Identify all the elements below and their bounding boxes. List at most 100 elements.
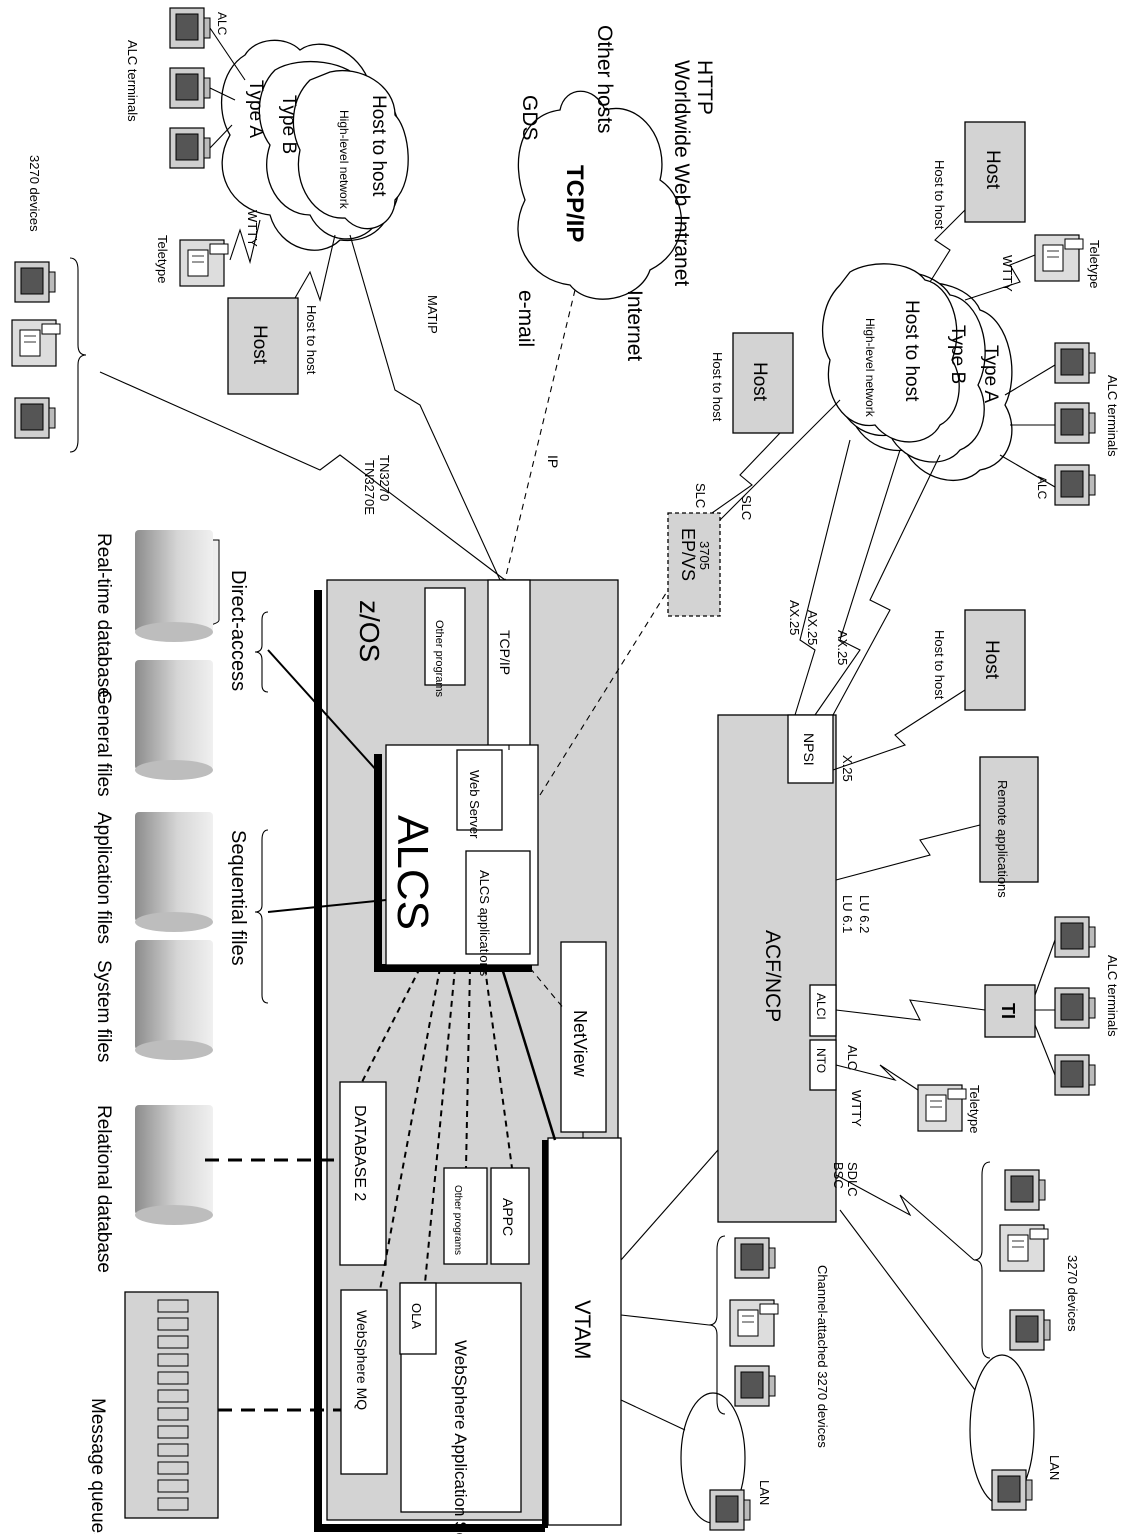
lan-bottom-label: LAN <box>757 1480 772 1505</box>
left-alc-terminals-label: ALC terminals <box>125 40 140 122</box>
tcpip-box <box>487 579 531 751</box>
lu61-label: LU 6.1 <box>840 895 855 933</box>
slc-label-1: SLC <box>739 495 754 520</box>
acf-vtam-link <box>620 1149 719 1261</box>
left-host-to-host-label: Host to host <box>304 305 319 375</box>
other-programs-top-box <box>424 587 466 686</box>
ax25-label-1: AX.25 <box>787 600 802 635</box>
host-mid-epvs-link <box>711 432 781 514</box>
websphere-mq-box <box>340 1289 388 1475</box>
system-files-label: System files <box>93 960 114 1062</box>
alcs-applications-label: ALCS applications <box>477 870 492 977</box>
relational-db-label: Relational database <box>93 1105 114 1273</box>
other-programs-bottom-box <box>443 1167 488 1265</box>
right-lower-teletype <box>917 1084 967 1132</box>
epvs-name: EP/VS <box>678 528 698 581</box>
zos-title: z/OS <box>354 600 385 662</box>
right-teletype-label: Teletype <box>1087 240 1102 288</box>
alcs-appc-link <box>484 967 513 1169</box>
left-alc-label: ALC <box>215 12 229 36</box>
right-lower-teletype-label: Teletype <box>967 1085 982 1133</box>
sequential-files-label: Sequential files <box>227 830 249 966</box>
realtime-db-label: Real-time database <box>93 533 114 698</box>
alcs-otherprog-link <box>465 967 471 1169</box>
message-queues-label: Message queues <box>87 1398 108 1534</box>
alc-label: ALC <box>845 1045 860 1070</box>
acf-ncp-box <box>717 714 837 1223</box>
lu62-label: LU 6.2 <box>857 895 872 933</box>
database2-box <box>339 1081 387 1266</box>
ti-box <box>984 984 1036 1038</box>
internet-label: Internet <box>623 290 646 361</box>
intranet-label: Intranet <box>670 215 693 286</box>
left-teletype-label: Teletype <box>155 235 170 283</box>
epvs-box <box>667 512 721 617</box>
channel-terminal-2 <box>734 1365 776 1407</box>
relational-disk <box>135 1105 213 1225</box>
nto-label: NTO <box>814 1048 828 1073</box>
zos-shadow <box>314 590 545 1532</box>
left-cloud-c <box>292 70 409 230</box>
channel-terminal-1 <box>734 1237 776 1279</box>
ti-alci-link <box>835 999 986 1021</box>
vtam-label: VTAM <box>570 1300 595 1359</box>
direct-access-brace <box>254 611 269 693</box>
web-server-box <box>456 749 503 831</box>
right-host-top-box <box>964 121 1026 223</box>
left-alc-terminal-2 <box>169 67 211 109</box>
lan-bottom-terminal <box>709 1489 751 1531</box>
alci-box <box>809 984 837 1037</box>
lan-vtam-link <box>620 1399 686 1431</box>
queue-slots <box>157 1299 189 1511</box>
ola-box <box>399 1282 437 1355</box>
left-type-a: Type A <box>245 80 266 138</box>
ax25-link-2 <box>814 449 901 716</box>
right-alc-label: ALC <box>1035 476 1049 500</box>
left-high-level: High-level network <box>337 110 351 210</box>
left-3270-label: 3270 devices <box>27 155 42 232</box>
right-alc-terminal-2 <box>1054 402 1096 444</box>
host-lower-npsi-link <box>832 689 966 771</box>
ax25-label-3: AX.25 <box>835 630 850 665</box>
right-3270-label: 3270 devices <box>1065 1255 1080 1332</box>
right-host-top-h2h: Host to host <box>932 160 947 230</box>
left-wtty-line <box>229 219 261 265</box>
general-disk <box>135 660 213 780</box>
application-files-label: Application files <box>93 812 114 944</box>
system-disk <box>135 940 213 1060</box>
alcs-epvs-link <box>539 589 669 796</box>
alcs-shadow <box>374 754 532 972</box>
right-host-lower-h2h: Host to host <box>932 630 947 700</box>
right-cloud-c <box>821 263 960 443</box>
right-host-top-label: Host <box>982 150 1003 190</box>
bsc-label: BSC <box>831 1162 846 1189</box>
tn3270-link <box>99 371 506 581</box>
ax25-link-3 <box>832 454 941 716</box>
alcs-applications-box <box>465 850 531 955</box>
right-alc-terminals-label: ALC terminals <box>1105 375 1120 457</box>
ti-label: TI <box>998 1003 1018 1019</box>
ip-label: IP <box>545 455 561 468</box>
right-host-mid-label: Host <box>749 362 770 402</box>
left-host-link <box>294 234 336 302</box>
right-alc-terminal-1 <box>1054 342 1096 384</box>
right-3270-terminal-2 <box>1009 1309 1051 1351</box>
right-3270-printer <box>999 1224 1049 1272</box>
wtty-label: WTTY <box>849 1090 864 1127</box>
tcpip-cloud <box>517 90 682 300</box>
worldwide-label: Worldwide Web <box>670 60 693 206</box>
right-host-mid-h2h: Host to host <box>710 352 725 422</box>
realtime-disk <box>135 530 213 642</box>
other-programs-bottom-label: Other programs <box>452 1185 463 1255</box>
x25-label: X.25 <box>840 755 855 782</box>
right-wtty-line <box>964 254 1036 301</box>
acf-lan-link <box>839 1209 976 1391</box>
matip-label: MATIP <box>425 295 440 334</box>
vtam-box <box>547 1137 622 1526</box>
message-queue-box <box>124 1291 219 1519</box>
npsi-label: NPSI <box>801 733 817 766</box>
alcs-netview-link <box>529 967 566 1011</box>
tcpip-cloud-link <box>504 289 576 581</box>
websphere-as-label: WebSphere Application Server <box>451 1340 470 1534</box>
right-host-lower-box <box>964 609 1026 711</box>
